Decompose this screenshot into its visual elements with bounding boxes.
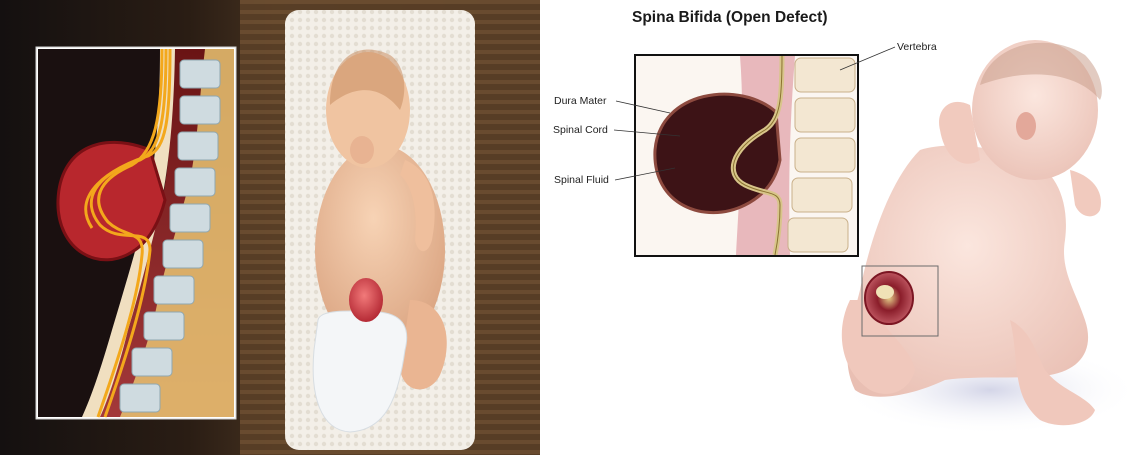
infant-photo <box>285 10 475 450</box>
cross-section-diagram <box>36 47 236 419</box>
label-spinal-fluid: Spinal Fluid <box>554 174 609 186</box>
spina-bifida-illustration: Spina Bifida (Open Defect) Vertebra Dura… <box>540 0 1136 455</box>
baby-illustration <box>842 40 1102 425</box>
label-dura-mater: Dura Mater <box>554 95 607 107</box>
left-photo-panel <box>0 0 540 455</box>
label-spinal-cord: Spinal Cord <box>553 124 608 136</box>
illustration-artwork <box>540 0 1136 455</box>
inset-cross-section <box>635 55 858 256</box>
label-vertebra: Vertebra <box>897 41 937 53</box>
illustration-title: Spina Bifida (Open Defect) <box>632 9 828 27</box>
